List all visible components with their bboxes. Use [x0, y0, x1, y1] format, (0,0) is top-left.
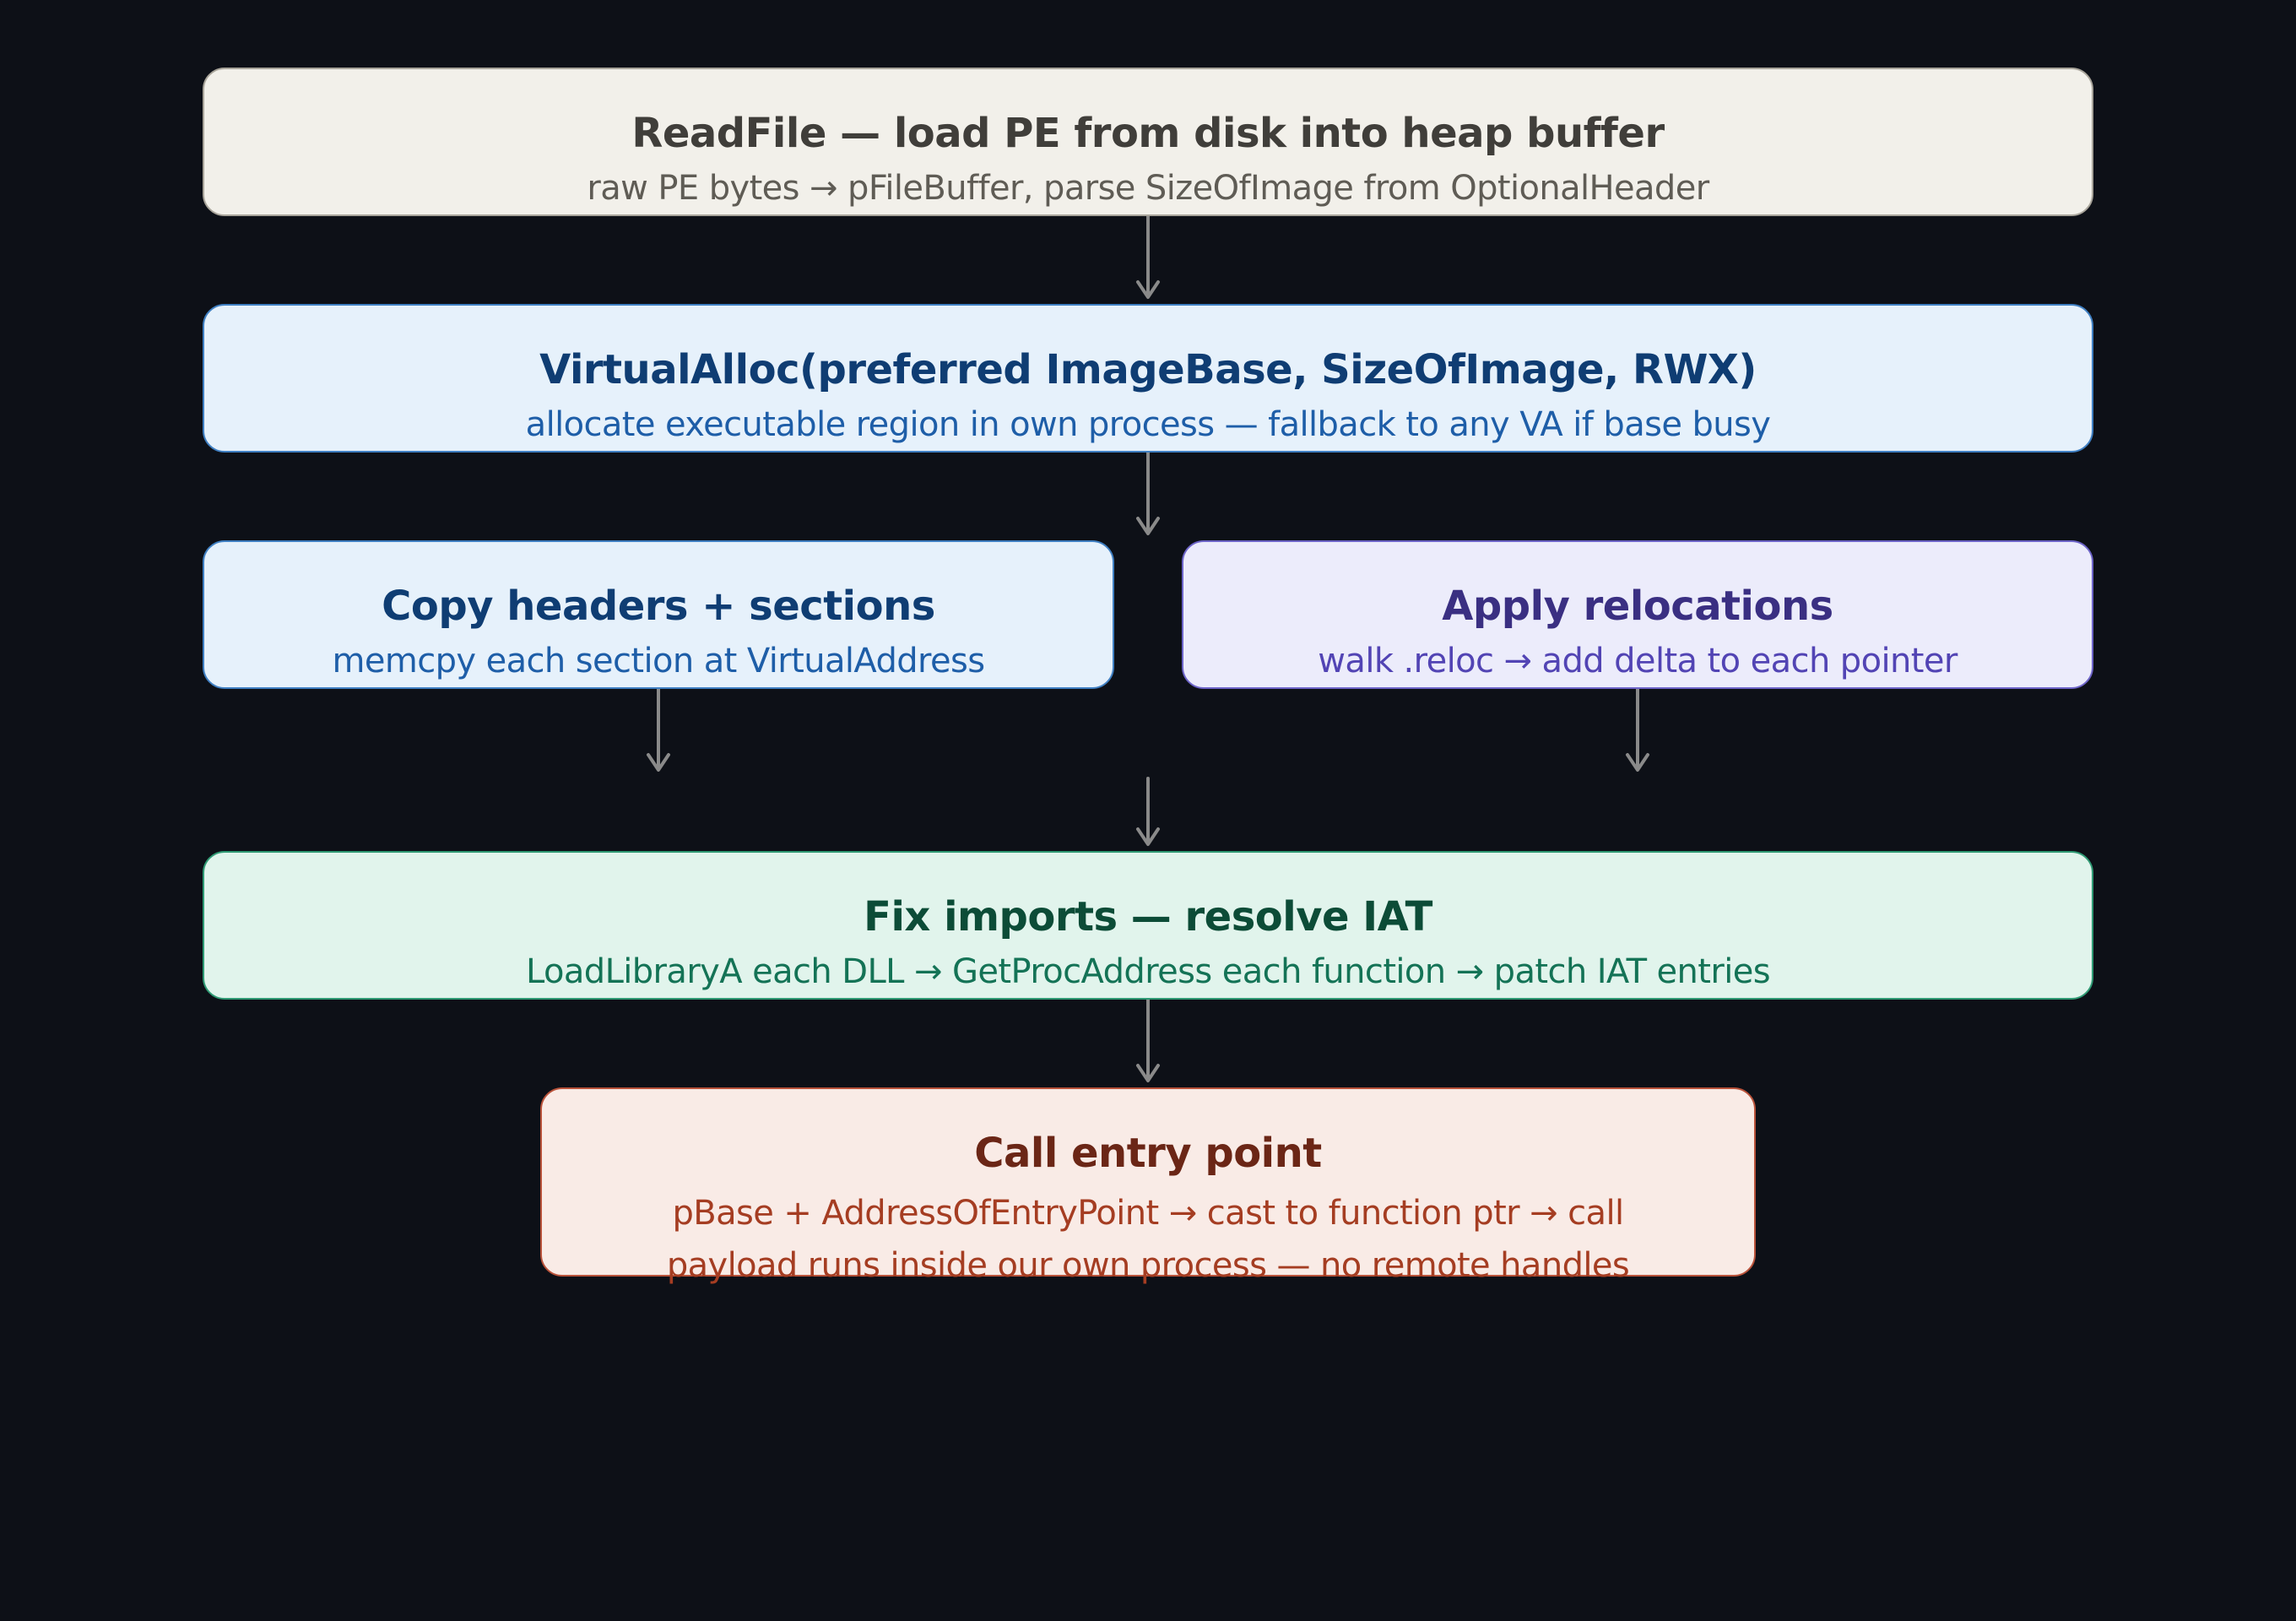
node-copy-sections: Copy headers + sections memcpy each sect…	[203, 540, 1114, 689]
node-apply-relocations: Apply relocations walk .reloc → add delt…	[1182, 540, 2093, 689]
node-copy-sections-title: Copy headers + sections	[382, 583, 935, 630]
node-virtualalloc-subtitle: allocate executable region in own proces…	[525, 405, 1771, 444]
node-virtualalloc-title: VirtualAlloc(preferred ImageBase, SizeOf…	[539, 346, 1757, 393]
arrow-relocs-down	[1626, 687, 1649, 772]
node-call-entry-point: Call entry point pBase + AddressOfEntryP…	[540, 1087, 1756, 1285]
node-apply-relocations-title: Apply relocations	[1442, 583, 1833, 630]
node-call-entry-point-subtitle-2: payload runs inside our own process — no…	[666, 1246, 1630, 1285]
node-virtualalloc: VirtualAlloc(preferred ImageBase, SizeOf…	[203, 304, 2093, 453]
node-call-entry-point-subtitle-1: pBase + AddressOfEntryPoint → cast to fu…	[672, 1194, 1624, 1233]
node-readfile-subtitle: raw PE bytes → pFileBuffer, parse SizeOf…	[587, 169, 1709, 208]
arrow-imports-to-entry	[1136, 998, 1160, 1082]
arrow-virtualalloc-to-steps	[1136, 451, 1160, 535]
node-copy-sections-subtitle: memcpy each section at VirtualAddress	[332, 642, 986, 680]
arrow-merge-to-imports	[1136, 777, 1160, 846]
arrow-readfile-to-virtualalloc	[1136, 214, 1160, 299]
node-fix-imports-title: Fix imports — resolve IAT	[864, 893, 1432, 941]
node-fix-imports-subtitle: LoadLibraryA each DLL → GetProcAddress e…	[526, 952, 1771, 991]
node-readfile-title: ReadFile — load PE from disk into heap b…	[631, 110, 1665, 157]
node-fix-imports: Fix imports — resolve IAT LoadLibraryA e…	[203, 851, 2093, 1000]
arrow-copy-down	[647, 687, 670, 772]
node-apply-relocations-subtitle: walk .reloc → add delta to each pointer	[1318, 642, 1958, 680]
node-call-entry-point-title: Call entry point	[974, 1130, 1322, 1177]
node-readfile: ReadFile — load PE from disk into heap b…	[203, 68, 2093, 216]
